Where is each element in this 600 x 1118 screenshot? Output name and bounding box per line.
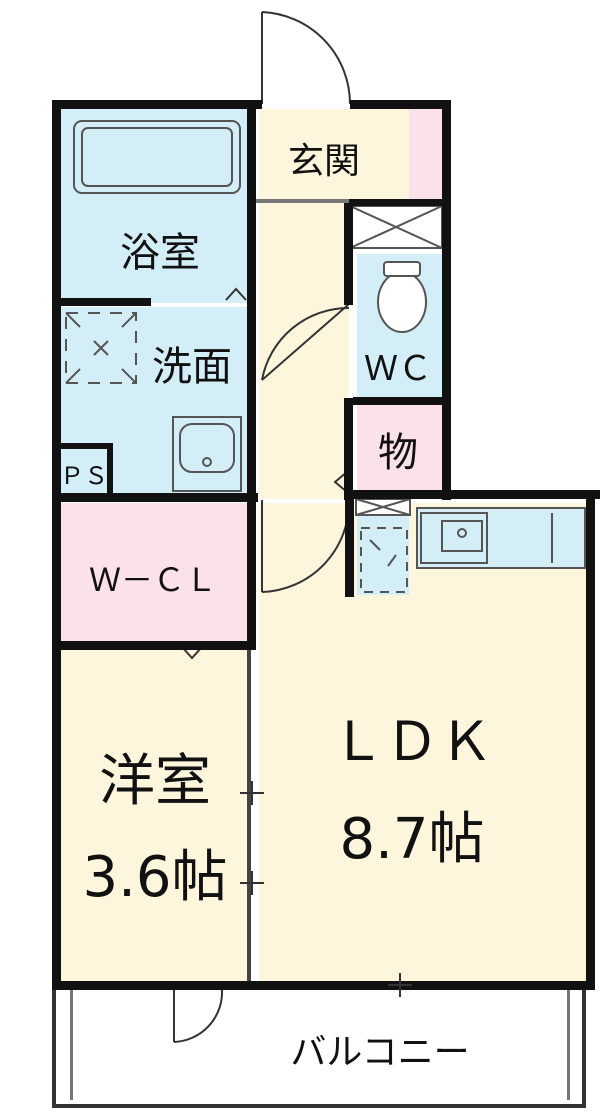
ldk-name: ＬＤＫ: [331, 710, 493, 773]
fridge-outline: [360, 527, 408, 593]
entrance-shoebox: [409, 109, 442, 199]
sliding-marks: [240, 781, 412, 997]
wcl-label: Ｗ－ＣＬ: [89, 561, 217, 599]
hall-floor: [259, 199, 349, 499]
western-room-floor: [61, 650, 247, 981]
storage-label: 物: [378, 430, 418, 476]
ldk-size: 8.7帖: [339, 807, 484, 872]
entrance-floor: [259, 109, 409, 199]
western-room-size: 3.6帖: [82, 845, 227, 910]
washroom-label: 洗面: [152, 344, 232, 390]
wc-label: ＷＣ: [364, 349, 432, 389]
door-swings: [173, 11, 352, 1043]
walls: [52, 100, 600, 1108]
toilet: [377, 271, 427, 333]
wash-basin: [172, 416, 242, 492]
bath-label: 浴室: [120, 230, 200, 276]
bathtub-inner: [81, 127, 233, 187]
room-fills: [61, 109, 586, 981]
western-room-name: 洋室: [99, 749, 211, 814]
storage-floor: [357, 405, 442, 490]
ldk-floor: [259, 503, 586, 981]
wcl-floor: [61, 503, 247, 641]
bathtub: [73, 120, 241, 194]
kitchen-counter: [416, 507, 586, 569]
washer-space: [65, 312, 137, 384]
entrance-label: 玄関: [288, 141, 360, 182]
ps-label: ＰＳ: [60, 462, 108, 490]
balcony-label: バルコニー: [290, 1032, 469, 1073]
